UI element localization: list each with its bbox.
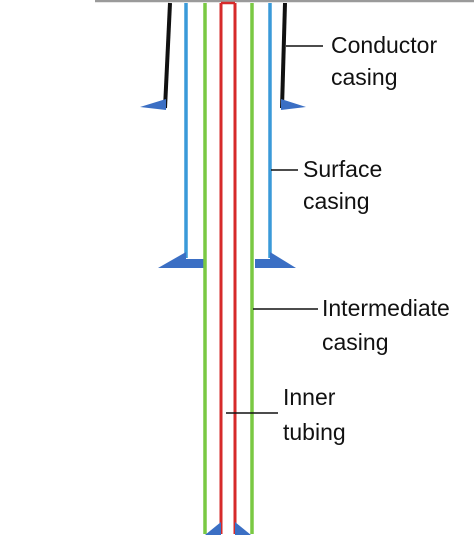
surface-casing [158,3,296,268]
conductor-casing-right-shoe [281,99,306,110]
conductor-casing-left-shoe [140,99,166,110]
intermediate-casing [203,3,254,534]
inner-tubing-label-line1: Inner [283,384,336,410]
surface-casing-label-line2: casing [303,188,369,214]
surface-casing-left-collar [186,259,204,268]
conductor-casing-label: Conductor casing [331,32,444,90]
intermediate-casing-label-line2: casing [322,329,388,355]
inner-tubing-left-shoe [205,522,221,535]
conductor-casing-label-line2: casing [331,64,397,90]
conductor-casing [140,2,306,110]
surface-casing-label: Surface casing [303,156,389,214]
surface-casing-label-line1: Surface [303,156,382,182]
inner-tubing-label-line2: tubing [283,419,346,445]
conductor-casing-label-line1: Conductor [331,32,437,58]
conductor-casing-right-wall [280,2,287,109]
conductor-casing-left-wall [163,2,172,109]
inner-tubing-right-shoe [235,522,251,535]
inner-tubing-label: Inner tubing [283,384,346,445]
surface-casing-left-shoe [158,252,186,268]
surface-casing-right-collar [255,259,270,268]
inner-tubing [205,1,251,535]
surface-casing-right-shoe [270,252,296,268]
intermediate-casing-label: Intermediate casing [322,295,456,355]
intermediate-casing-label-line1: Intermediate [322,295,450,321]
